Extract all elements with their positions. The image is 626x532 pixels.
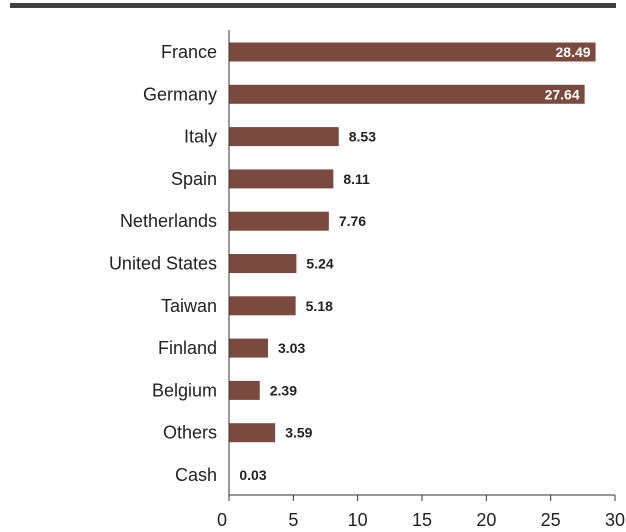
category-label: Finland	[158, 338, 217, 358]
x-tick-label: 25	[541, 510, 561, 530]
category-label: Netherlands	[120, 211, 217, 231]
x-tick-label: 30	[605, 510, 625, 530]
value-label: 5.18	[306, 298, 333, 314]
x-tick-label: 0	[217, 510, 227, 530]
value-label: 8.11	[343, 171, 370, 187]
value-label: 3.03	[278, 340, 305, 356]
x-tick-label: 15	[412, 510, 432, 530]
category-label: Belgium	[152, 380, 217, 400]
bar-belgium	[229, 380, 260, 400]
value-label: 28.49	[556, 44, 591, 60]
category-label: Others	[163, 423, 217, 443]
bars-group	[229, 42, 596, 485]
value-label: 2.39	[270, 382, 297, 398]
value-label: 27.64	[545, 86, 580, 102]
x-tick-label: 5	[288, 510, 298, 530]
category-label: Cash	[175, 465, 217, 485]
category-labels: FranceGermanyItalySpainNetherlandsUnited…	[109, 42, 217, 485]
x-tick-label: 10	[348, 510, 368, 530]
value-label: 7.76	[339, 213, 366, 229]
bar-france	[229, 42, 596, 62]
category-label: France	[161, 42, 217, 62]
x-ticks: 0 5 10 15 20 25 30	[217, 495, 625, 530]
bar-spain	[229, 169, 334, 189]
bar-others	[229, 423, 276, 443]
category-label: United States	[109, 254, 217, 274]
bar-finland	[229, 338, 268, 358]
bar-italy	[229, 127, 339, 147]
bar-germany	[229, 84, 585, 104]
bar-netherlands	[229, 211, 329, 231]
x-tick-label: 20	[476, 510, 496, 530]
top-rule	[10, 3, 616, 8]
bar-united-states	[229, 254, 297, 273]
category-label: Germany	[143, 84, 217, 104]
category-label: Italy	[184, 127, 217, 147]
value-label: 8.53	[349, 129, 376, 145]
value-label: 3.59	[285, 425, 312, 441]
value-label: 5.24	[306, 256, 333, 272]
value-labels: 28.49 27.64 8.53 8.11 7.76 5.24 5.18 3.03 2.39 3.…	[239, 44, 590, 483]
bar-taiwan	[229, 296, 296, 316]
category-label: Spain	[171, 169, 217, 189]
category-label: Taiwan	[161, 296, 217, 316]
value-label: 0.03	[239, 467, 266, 483]
